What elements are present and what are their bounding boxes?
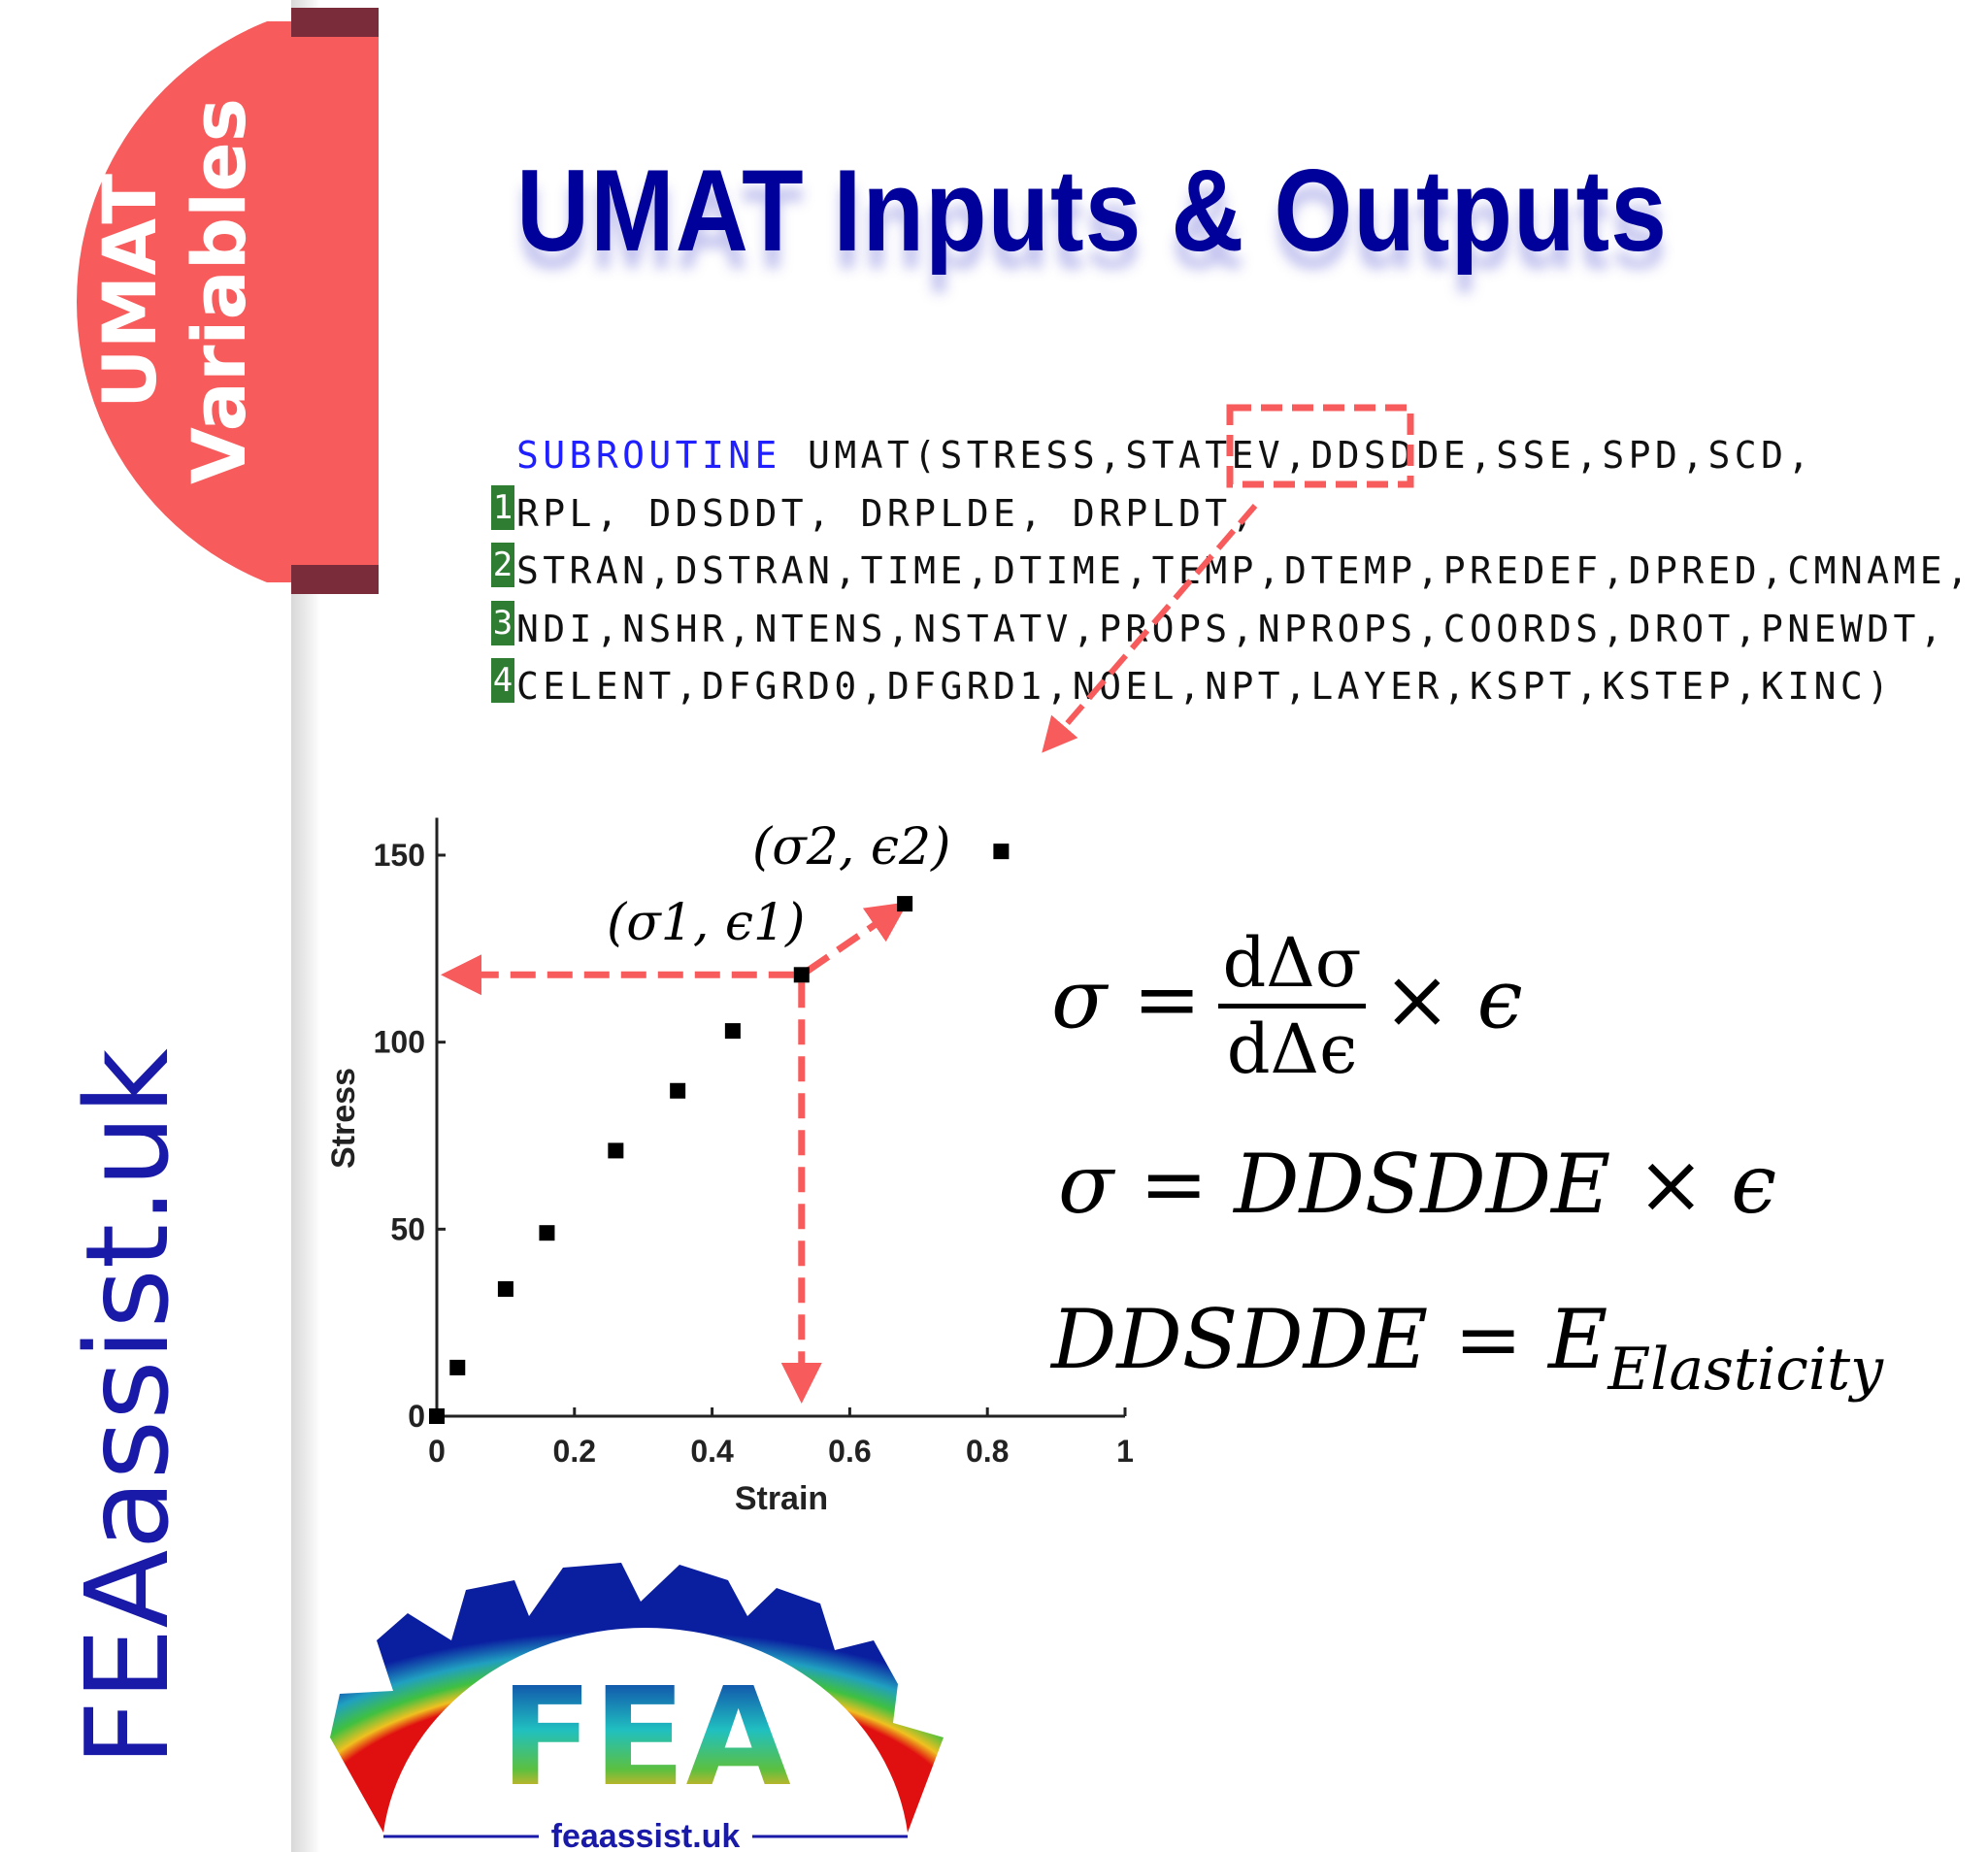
x-tick-label: 0 (428, 1434, 446, 1469)
code-line: SUBROUTINE UMAT(STRESS,STATEV,DDSDDE,SSE… (516, 427, 1972, 485)
code-block: SUBROUTINE UMAT(STRESS,STATEV,DDSDDE,SSE… (491, 427, 1973, 716)
banner-tab-bottom (291, 565, 379, 594)
highlight-box (1226, 404, 1414, 488)
eq-subscript: Elasticity (1607, 1336, 1884, 1404)
data-point (539, 1225, 555, 1241)
y-tick-label: 100 (374, 1025, 425, 1060)
equation-3: DDSDDE = EElasticity (1051, 1291, 1883, 1418)
code-text: STRAN,DSTRAN,TIME,DTIME,TEMP,DTEMP,PREDE… (516, 549, 1973, 592)
equation-2: σ = DDSDDE × ϵ (1058, 1137, 1777, 1232)
y-tick-label: 150 (374, 838, 425, 873)
data-point (897, 896, 913, 912)
logo-inner (383, 1628, 908, 1833)
numerator: dΔσ (1218, 922, 1366, 1009)
data-point (497, 1280, 514, 1297)
eq-main: DDSDDE = E (1051, 1292, 1608, 1387)
pointer-arrow (1042, 504, 1258, 753)
point-label-2: (σ2, ϵ2) (752, 818, 950, 876)
eq-lhs: σ = (1051, 951, 1202, 1047)
code-text: NDI,NSHR,NTENS,NSTATV,PROPS,NPROPS,COORD… (516, 607, 1947, 650)
y-axis-label: Stress (325, 1068, 362, 1169)
x-axis-label: Strain (735, 1480, 828, 1517)
code-highlight: DDSDDE (1310, 434, 1471, 477)
data-point (793, 967, 810, 983)
x-tick-label: 0.8 (966, 1434, 1009, 1469)
data-point (608, 1142, 624, 1159)
eq-rhs: × ϵ (1382, 951, 1523, 1047)
code-text: ,SSE,SPD,SCD, (1470, 434, 1814, 477)
data-point (449, 1359, 466, 1375)
code-text: UMAT(STRESS,STATEV, (780, 434, 1311, 477)
banner-tab-top (291, 8, 379, 37)
line-number: 2 (491, 543, 514, 587)
x-tick-label: 1 (1116, 1434, 1134, 1469)
line-number: 4 (491, 658, 514, 703)
x-tick-label: 0.6 (828, 1434, 871, 1469)
line-number: 3 (491, 600, 514, 645)
data-point (429, 1408, 445, 1424)
code-text: RPL, DDSDDT, DRPLDE, DRPLDT, (516, 491, 1258, 535)
code-keyword: SUBROUTINE (516, 434, 781, 477)
line-number: 1 (491, 484, 514, 530)
data-point (670, 1082, 686, 1099)
y-tick-label: 50 (390, 1211, 425, 1246)
logo-letters: FEA (500, 1659, 791, 1817)
logo: FEA feaassist.uk (330, 1563, 944, 1852)
denominator: dΔϵ (1226, 1009, 1358, 1089)
dashed-arrow-to-next-point (805, 902, 909, 975)
page-title: UMAT Inputs & Outputs (516, 147, 1668, 277)
point-label-1: (σ1, ϵ1) (607, 894, 805, 952)
code-text: CELENT,DFGRD0,DFGRD1,NOEL,NPT,LAYER,KSPT… (516, 665, 1894, 708)
data-point (724, 1023, 741, 1040)
x-tick-label: 0.4 (690, 1434, 734, 1469)
x-tick-label: 0.2 (553, 1434, 596, 1469)
logo-text: feaassist.uk (551, 1818, 741, 1852)
data-point (993, 843, 1010, 860)
y-tick-label: 0 (408, 1399, 425, 1434)
